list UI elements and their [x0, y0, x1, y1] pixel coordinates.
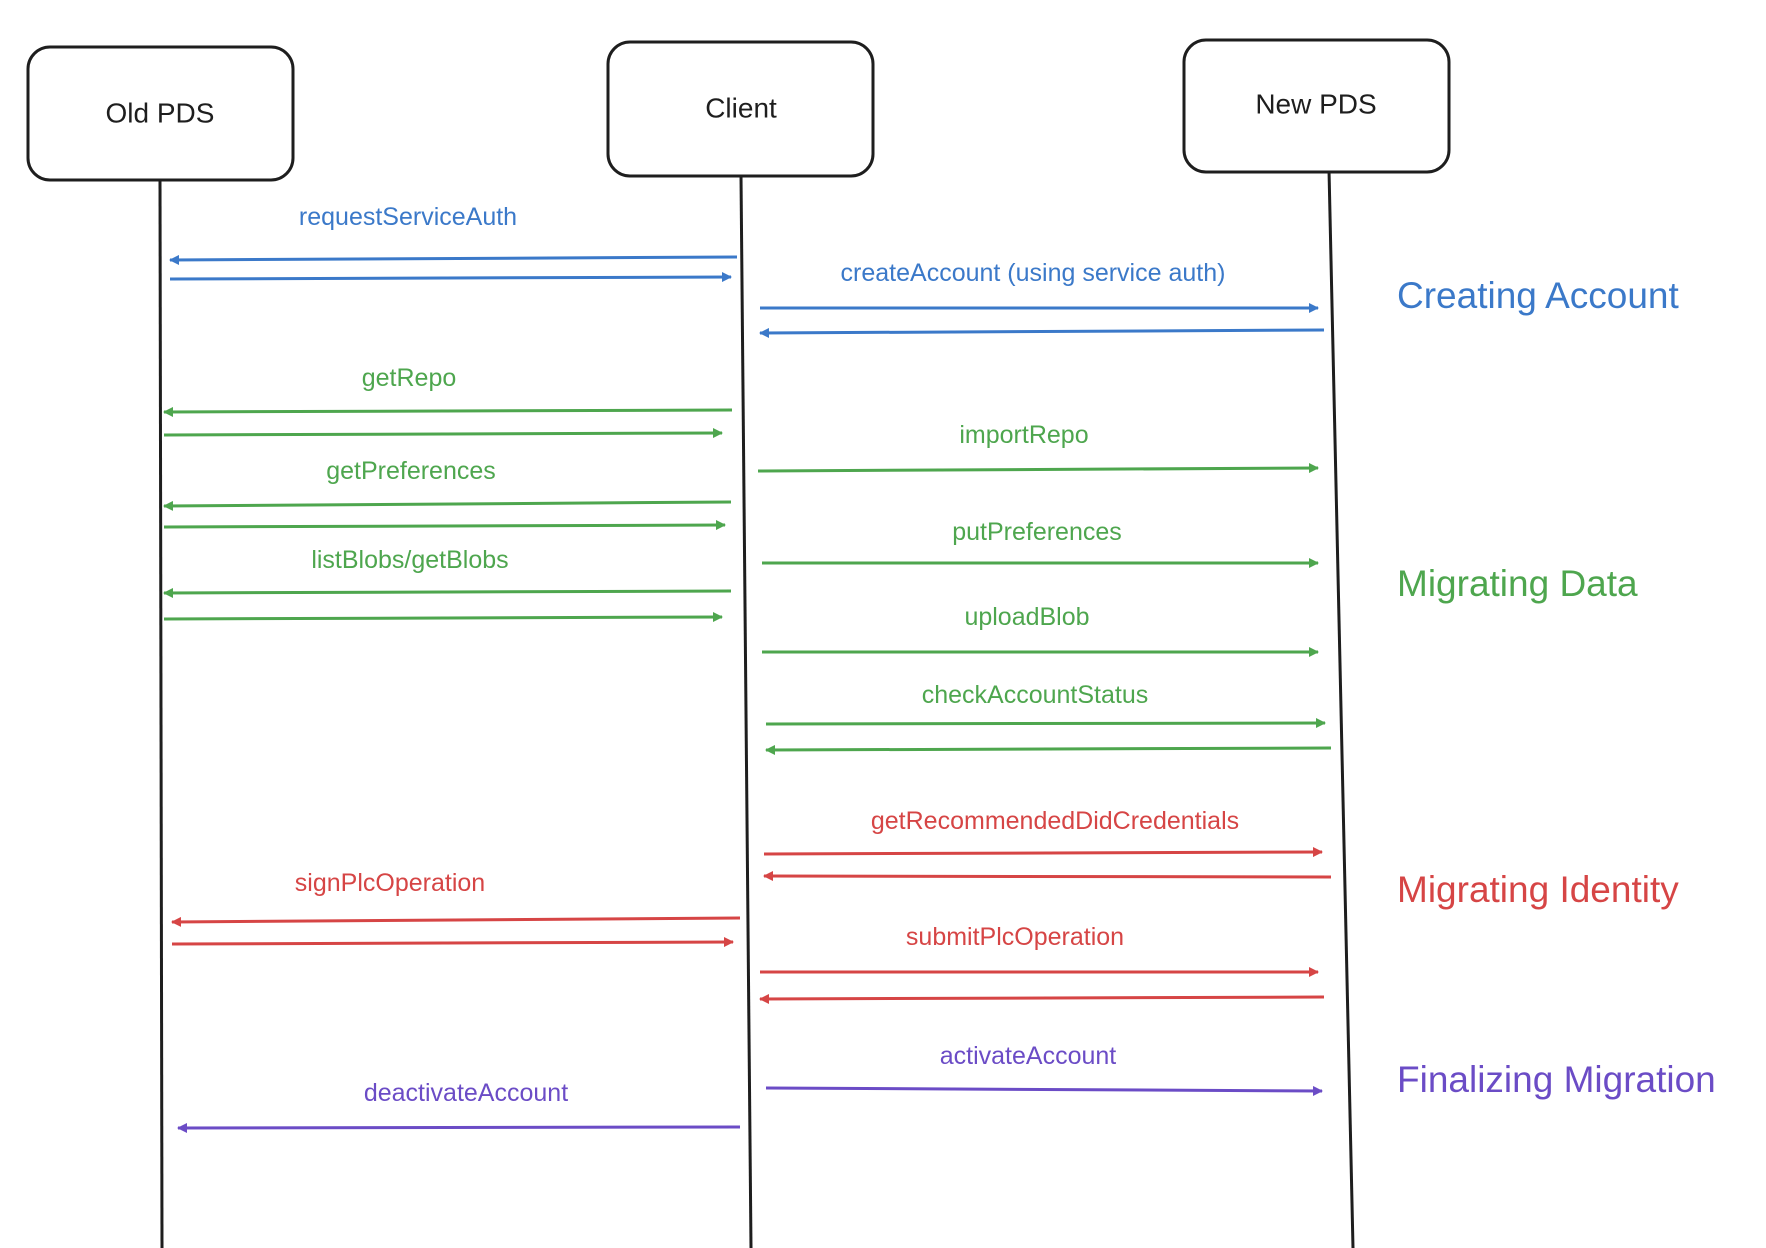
message-activate-account: activateAccount: [765, 1042, 1323, 1096]
message-label: putPreferences: [952, 518, 1122, 546]
lifeline-client: [739, 175, 753, 1248]
message-label: importRepo: [959, 421, 1088, 449]
message-label: uploadBlob: [964, 603, 1089, 631]
request-arrow: [757, 463, 1319, 474]
message-label: createAccount (using service auth): [841, 259, 1226, 287]
request-arrow: [163, 406, 733, 417]
message-label: signPlcOperation: [295, 869, 485, 897]
phase-migrating-identity: Migrating Identity: [1397, 869, 1679, 910]
lifeline-old-pds: [158, 179, 164, 1248]
message-label: requestServiceAuth: [299, 203, 517, 231]
actor-new-pds: New PDS: [1182, 38, 1451, 174]
reply-arrow: [163, 612, 723, 623]
message-create-account: createAccount (using service auth): [759, 259, 1325, 338]
reply-arrow: [171, 937, 734, 948]
reply-arrow: [759, 993, 1325, 1004]
message-list-blobs: listBlobs/getBlobs: [163, 546, 732, 623]
actor-label: New PDS: [1255, 88, 1376, 119]
phase-finalizing-migration: Finalizing Migration: [1397, 1059, 1716, 1100]
actor-client: Client: [606, 40, 875, 178]
request-arrow: [763, 847, 1323, 858]
message-check-account-status: checkAccountStatus: [765, 681, 1332, 755]
message-upload-blob: uploadBlob: [762, 603, 1319, 657]
message-label: deactivateAccount: [364, 1079, 568, 1107]
reply-arrow: [763, 871, 1332, 882]
request-arrow: [171, 916, 741, 927]
request-arrow: [765, 1085, 1323, 1096]
message-sign-plc-operation: signPlcOperation: [171, 869, 741, 948]
reply-arrow: [169, 272, 732, 283]
request-arrow: [177, 1122, 741, 1133]
request-arrow: [163, 500, 732, 511]
message-label: activateAccount: [940, 1042, 1117, 1070]
reply-arrow: [163, 428, 723, 439]
actor-label: Old PDS: [106, 97, 215, 128]
message-label: getRepo: [362, 364, 457, 392]
message-label: submitPlcOperation: [906, 923, 1124, 951]
message-request-service-auth: requestServiceAuth: [169, 203, 738, 283]
message-label: getRecommendedDidCredentials: [871, 807, 1239, 835]
message-label: checkAccountStatus: [922, 681, 1149, 709]
message-label: getPreferences: [326, 457, 496, 485]
message-get-repo: getRepo: [163, 364, 733, 439]
reply-arrow: [765, 744, 1332, 755]
reply-arrow: [163, 520, 726, 531]
phase-migrating-data: Migrating Data: [1397, 563, 1638, 604]
request-arrow: [169, 254, 738, 265]
actor-old-pds: Old PDS: [26, 45, 295, 182]
request-arrow: [765, 718, 1326, 729]
message-label: listBlobs/getBlobs: [311, 546, 508, 574]
phase-creating-account: Creating Account: [1397, 275, 1680, 316]
message-import-repo: importRepo: [757, 421, 1319, 474]
lifeline-new-pds: [1327, 169, 1355, 1248]
message-get-recommended-did-credentials: getRecommendedDidCredentials: [763, 807, 1332, 882]
message-get-preferences: getPreferences: [163, 457, 732, 531]
message-submit-plc-operation: submitPlcOperation: [759, 923, 1325, 1004]
message-deactivate-account: deactivateAccount: [177, 1079, 741, 1133]
reply-arrow: [759, 327, 1325, 338]
message-put-preferences: putPreferences: [762, 518, 1319, 568]
request-arrow: [163, 587, 732, 598]
actor-label: Client: [705, 92, 777, 123]
